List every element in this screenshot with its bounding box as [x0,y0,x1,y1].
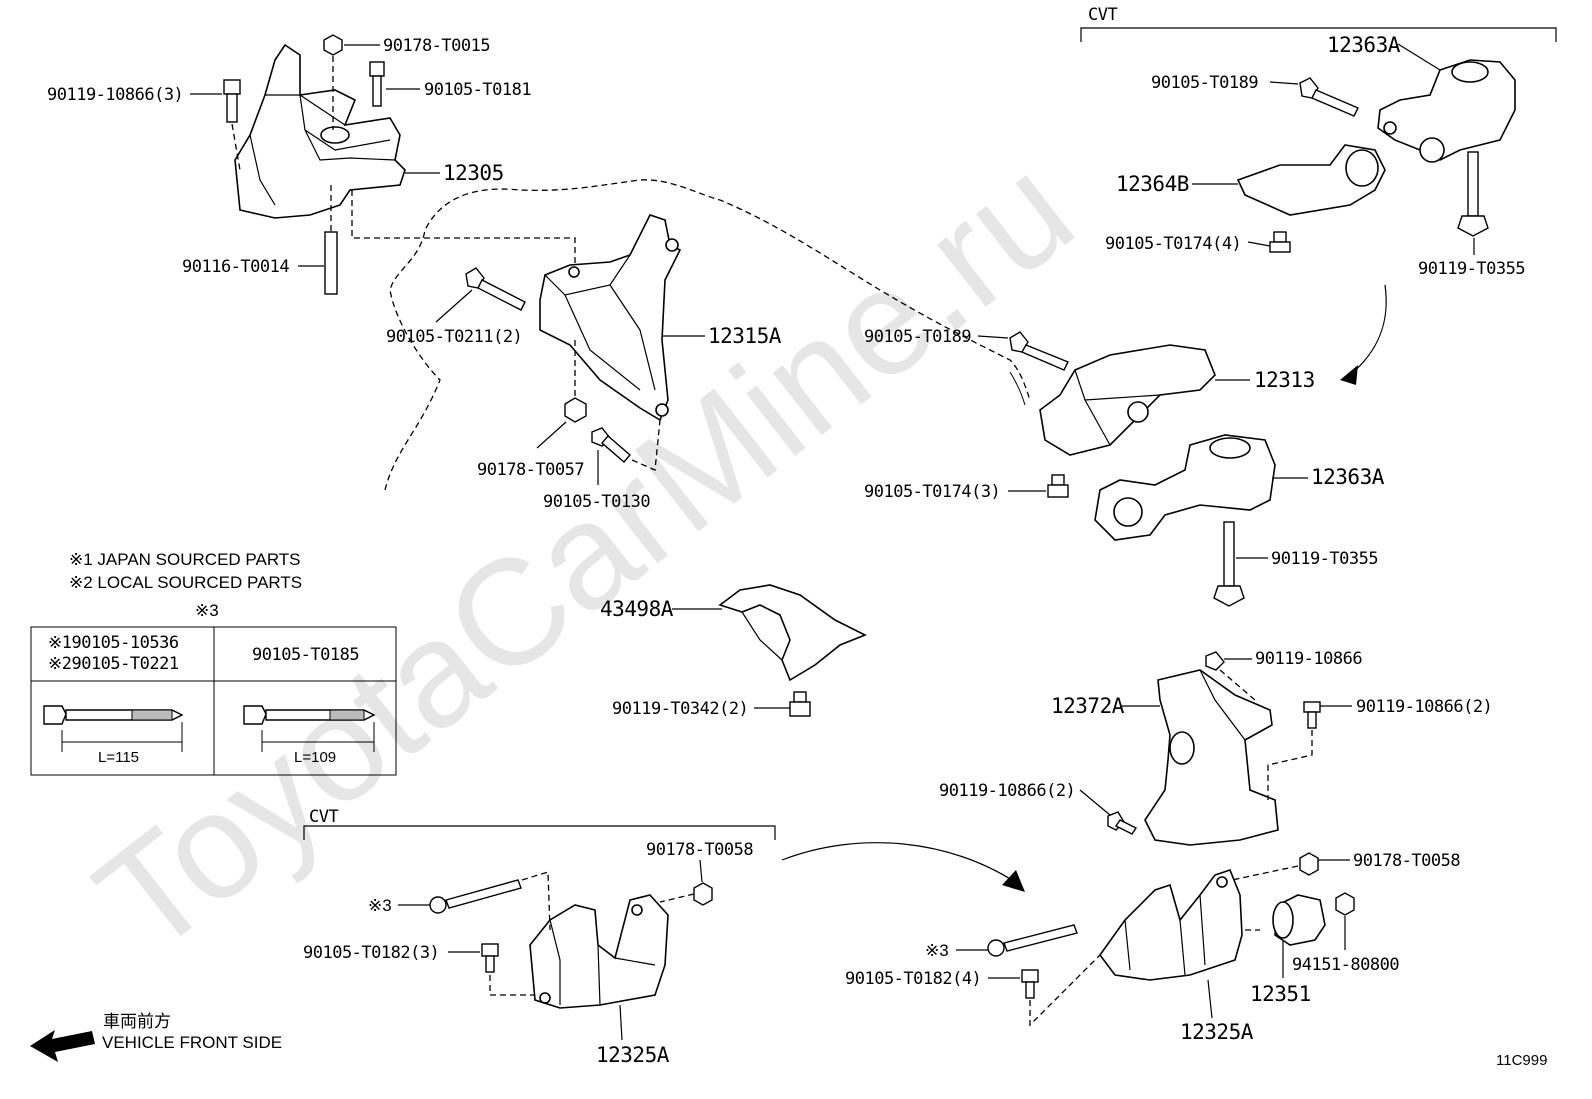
bushing-12351 [1272,894,1326,946]
label-90119-T0355-top: 90119-T0355 [1418,259,1525,279]
label-ref3-right: ※3 [925,941,949,960]
bolt-90105-T0189-top [1299,77,1359,117]
label-90119-10866: 90119-10866 [1255,649,1362,669]
cvt-bracket-top [1080,27,1557,42]
nut-90178-T0057 [564,340,587,423]
nut-90178-T0058-right [1231,852,1319,881]
label-90105-T0174-3: 90105-T0174(3) [864,482,1000,502]
bolt-ref3-right [987,924,1078,957]
label-90119-T0342-2: 90119-T0342(2) [612,699,748,719]
label-43498A: 43498A [600,597,674,621]
bolt-90119-T0342 [789,691,811,717]
label-90105-T0181: 90105-T0181 [424,80,531,100]
cover-43498A [718,584,867,682]
bolt-90178-T0015 [323,34,343,130]
label-94151-80800: 94151-80800 [1292,955,1399,975]
label-90178-T0058-left: 90178-T0058 [646,840,753,860]
arrow-head-top-right [1340,365,1358,385]
leader-lines [190,43,1475,1041]
bolt-90119-10866-left [1107,811,1138,835]
bracket-12315A [539,214,682,422]
label-90119-10866-3: 90119-10866(3) [47,85,183,105]
label-12313: 12313 [1254,368,1315,392]
label-90105-T0174-4: 90105-T0174(4) [1105,234,1241,254]
direction-jp: 車両前方 [103,1012,171,1031]
line-mid [1009,371,1026,406]
label-12372A: 12372A [1051,694,1125,718]
label-90178-T0057: 90178-T0057 [477,460,584,480]
bolt-90105-T0181 [369,61,385,107]
diagram-code: 11C999 [1496,1052,1547,1069]
bracket-12372A [1144,669,1279,846]
bolt-90119-T0355-top [1457,151,1489,237]
bolt-90119-10866 [223,79,241,171]
bolt-90105-T0182-left [481,943,499,973]
bolt-spec-table [30,626,397,776]
label-12363A-mid: 12363A [1311,465,1385,489]
engine-mount-12305 [234,43,406,219]
note-japan: ※1 JAPAN SOURCED PARTS [69,550,301,569]
label-12325A-left: 12325A [596,1043,670,1067]
bracket-12364B [1236,144,1386,216]
bolt-ref3-left [429,879,522,914]
arrow-bottom [781,842,1016,883]
label-90119-10866-2-left: 90119-10866(2) [939,781,1075,801]
mount-12363A-mid [1094,434,1276,541]
cvt-bracket-bottom [303,825,776,840]
bracket-12325A-left [529,894,669,1009]
mount-12313 [1039,344,1216,456]
arrow-head-bottom [1002,870,1025,892]
table-len1: L=115 [98,749,139,766]
front-arrow-icon [30,1030,95,1062]
label-cvt-bottom: CVT [309,807,338,827]
label-90119-T0355-mid: 90119-T0355 [1271,549,1378,569]
direction-en: VEHICLE FRONT SIDE [102,1033,282,1052]
bolt-90105-T0211 [465,267,526,311]
table-col1-line1: ※190105-10536 [48,633,179,653]
nut-90178-T0058-left [659,882,713,906]
label-cvt-top: CVT [1088,5,1117,25]
table-len2: L=109 [294,749,336,766]
label-90105-T0189-mid: 90105-T0189 [864,327,971,347]
nut-94151-80800 [1335,892,1355,916]
label-90105-T0130: 90105-T0130 [543,492,650,512]
label-ref3-left: ※3 [368,896,392,915]
guide-bottom-right [1029,929,1260,1027]
table-col1-line2: ※290105-T0221 [48,654,179,674]
label-90178-T0015: 90178-T0015 [383,36,490,56]
guide-12305 [351,190,576,275]
bolt-90119-T0355-mid [1213,521,1245,607]
bolt-90105-T0174-top [1269,231,1291,253]
label-90119-10866-2-right: 90119-10866(2) [1356,697,1492,717]
bolt-90105-T0189-mid [1009,331,1069,371]
bolt-90105-T0130 [591,419,661,471]
bolt-90105-T0174-mid [1047,474,1069,498]
label-90105-T0182-4: 90105-T0182(4) [845,969,981,989]
bolt-90105-T0182-right [1021,969,1039,999]
label-90178-T0058-right: 90178-T0058 [1353,851,1460,871]
label-12325A-right: 12325A [1180,1020,1254,1044]
engine-outline [384,179,1031,491]
label-12363A-top: 12363A [1327,33,1401,57]
label-90105-T0211-2: 90105-T0211(2) [386,327,522,347]
label-12315A: 12315A [708,324,782,348]
table-col2: 90105-T0185 [252,645,359,665]
guide-bottom-left [489,871,551,996]
stud-90116-T0014 [324,185,338,295]
table-ref-3: ※3 [195,601,219,620]
label-12364B: 12364B [1116,172,1189,196]
label-90105-T0182-3: 90105-T0182(3) [303,943,439,963]
label-90105-T0189-top: 90105-T0189 [1151,73,1258,93]
bolt-90119-10866-top [1205,651,1256,701]
label-12305: 12305 [443,161,504,185]
bolt-90119-10866-right [1267,701,1321,800]
arrow-top-right [1349,284,1387,376]
label-90116-T0014: 90116-T0014 [182,257,289,277]
label-12351: 12351 [1250,982,1311,1006]
bracket-12325A-right [1099,869,1243,981]
mount-12363A-top [1377,59,1516,163]
note-local: ※2 LOCAL SOURCED PARTS [69,573,302,592]
